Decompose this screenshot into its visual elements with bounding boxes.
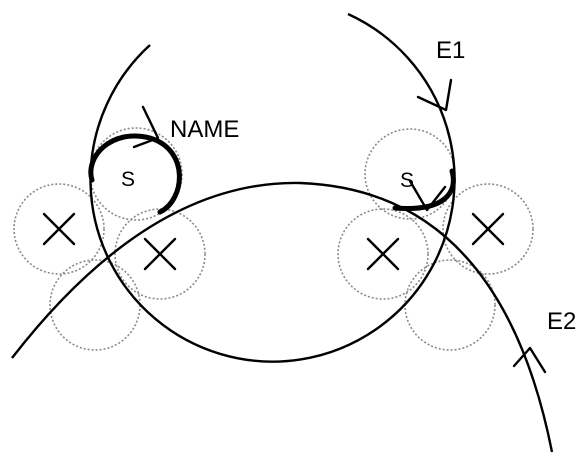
x-marks (42, 212, 505, 271)
dotted-circle-left-bottom (49, 259, 141, 351)
dotted-circle-right-inner (337, 208, 429, 300)
dotted-circle-left-outer (13, 183, 105, 275)
curve-e2 (11, 181, 554, 453)
dotted-circle-right-outer (442, 183, 534, 275)
label-s-right: S (400, 169, 414, 192)
label-e1: E1 (436, 37, 465, 64)
x-mark-left-inner (143, 237, 177, 271)
x-mark-left-outer (42, 212, 76, 246)
label-e2: E2 (547, 308, 576, 335)
x-mark-right-outer (471, 212, 505, 246)
arrow-e2 (512, 346, 547, 374)
loop-curve-name (88, 133, 182, 215)
arrow-e1 (416, 78, 453, 112)
hook-arrowhead-s-right (408, 179, 447, 212)
label-name: NAME (170, 116, 239, 143)
loop-arrowhead-name (132, 105, 160, 149)
label-s-left: S (121, 168, 135, 191)
x-mark-right-inner (366, 237, 400, 271)
dotted-circle-left-inner (114, 208, 206, 300)
hook-curve-s-right (392, 168, 456, 212)
